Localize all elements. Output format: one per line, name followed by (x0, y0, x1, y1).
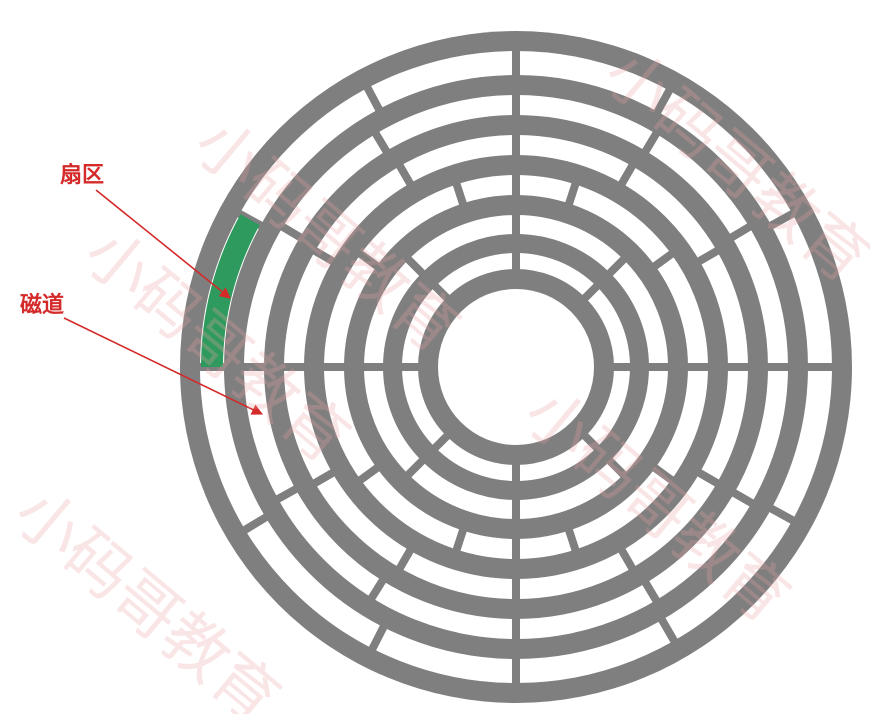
sector-divider (452, 528, 467, 552)
sector-divider (236, 209, 264, 230)
sector-divider (363, 85, 383, 112)
sector-divider (658, 617, 678, 644)
sector-divider (696, 469, 720, 487)
sector-divider (368, 624, 388, 652)
sector-divider (641, 580, 661, 604)
sector-divider (312, 247, 336, 265)
track-label: 磁道 (20, 292, 64, 318)
disk-tracks (199, 50, 833, 684)
sector-divider (396, 163, 414, 187)
sector-divider (618, 547, 636, 571)
track-arrow (63, 317, 264, 415)
sector-divider (279, 222, 303, 242)
sector-divider (768, 504, 796, 525)
sector-divider (312, 469, 336, 487)
sector-divider (357, 250, 381, 270)
sector-divider (606, 457, 628, 479)
disk-center-hole (438, 289, 594, 445)
sector-divider (606, 255, 628, 277)
sector-label: 扇区 (60, 162, 104, 188)
sector-divider (581, 282, 601, 302)
sector-divider (452, 182, 467, 206)
sector-divider (404, 457, 426, 479)
sector-divider (371, 130, 391, 154)
sector-divider (731, 489, 755, 507)
sector-divider (367, 577, 387, 601)
sector-arrow (95, 189, 231, 299)
sector-divider (396, 547, 414, 571)
sector-divider (651, 250, 675, 270)
sector-divider (565, 528, 580, 552)
sector-divider (651, 464, 675, 484)
sector-divider (357, 464, 381, 484)
sector-divider (565, 182, 580, 206)
sector-divider (275, 485, 299, 503)
sector-divider (729, 222, 753, 242)
sector-divider (404, 255, 426, 277)
sector-divider (641, 130, 661, 154)
sector-divider (768, 209, 796, 230)
sector-divider (431, 432, 451, 452)
sector-divider (242, 513, 269, 534)
sector-divider (696, 247, 720, 265)
sector-divider (581, 432, 601, 452)
sector-divider (653, 87, 674, 115)
sector-divider (431, 282, 451, 302)
sector-divider (618, 163, 636, 187)
